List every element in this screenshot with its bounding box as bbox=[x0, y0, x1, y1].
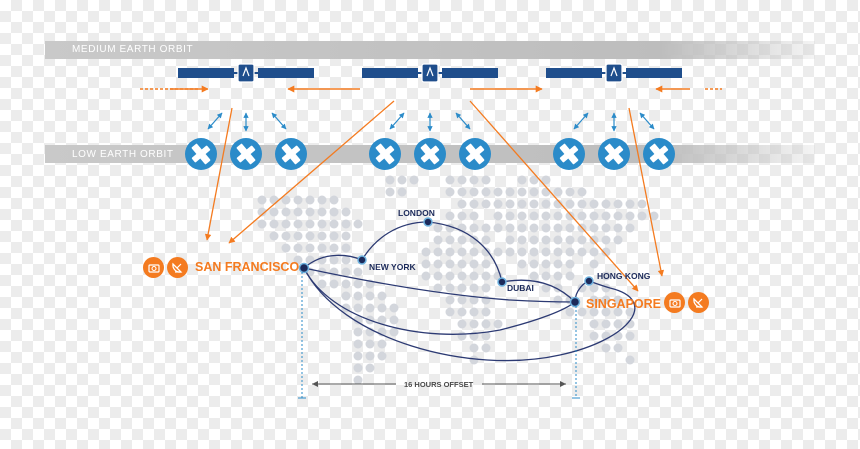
hub-label: NEW YORK bbox=[369, 262, 416, 272]
meo-band bbox=[45, 41, 815, 59]
camera-icon bbox=[143, 257, 164, 278]
world-map-dots bbox=[257, 175, 659, 385]
dish-icon bbox=[167, 257, 188, 278]
leo-label: LOW EARTH ORBIT bbox=[72, 149, 174, 160]
hub-label: HONG KONG bbox=[597, 271, 651, 281]
hub-label: DUBAI bbox=[507, 283, 534, 293]
leo-satellite-icon bbox=[643, 138, 675, 170]
leo-satellite-icon bbox=[185, 138, 217, 170]
leo-satellite-icon bbox=[459, 138, 491, 170]
meo-satellite-icon bbox=[361, 63, 499, 83]
meo-leo-links bbox=[207, 112, 655, 132]
offset-guides bbox=[298, 272, 580, 399]
offset-label: 16 HOURS OFFSET bbox=[404, 380, 474, 389]
city-label-destination: SINGAPORE bbox=[586, 297, 662, 311]
routes bbox=[303, 221, 636, 362]
meo-satellite-icon bbox=[177, 63, 315, 83]
leo-satellite-icon bbox=[598, 138, 630, 170]
ground-links bbox=[204, 100, 665, 292]
meo-satellite-icon bbox=[545, 63, 683, 83]
dish-icon bbox=[688, 292, 709, 313]
leo-satellite-icon bbox=[230, 138, 262, 170]
leo-satellite-icon bbox=[414, 138, 446, 170]
camera-icon bbox=[664, 292, 685, 313]
leo-satellite-icon bbox=[369, 138, 401, 170]
city-label-origin: SAN FRANCISCO bbox=[195, 260, 300, 274]
meo-label: MEDIUM EARTH ORBIT bbox=[72, 44, 194, 55]
hub-label: LONDON bbox=[398, 208, 435, 218]
leo-satellite-icon bbox=[275, 138, 307, 170]
route-nodes bbox=[298, 217, 594, 308]
leo-satellite-icon bbox=[553, 138, 585, 170]
